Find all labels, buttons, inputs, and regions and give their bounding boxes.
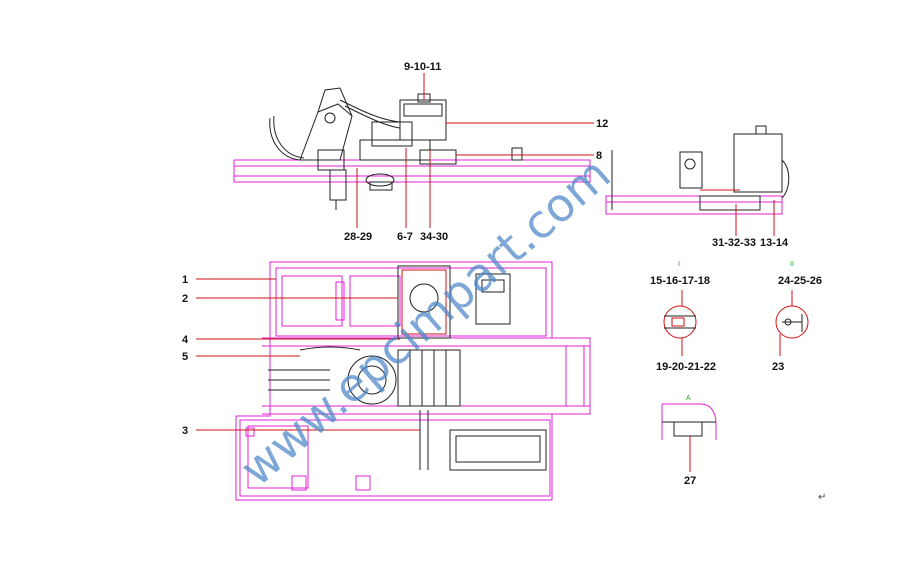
callout-6-7: 6-7 (397, 231, 413, 243)
callout-4: 4 (182, 334, 189, 346)
side-view-frame-rail (233, 159, 591, 183)
callout-3: 3 (182, 425, 188, 437)
hydraulic-tank (733, 133, 783, 193)
tank-detail-view (605, 125, 790, 236)
boom-arm (299, 103, 353, 161)
rear-deck (239, 419, 551, 497)
callout-5: 5 (182, 351, 188, 363)
valve-bank (397, 349, 461, 407)
engine-block (397, 265, 451, 339)
detail-view-i (663, 290, 697, 356)
tank-pipe (699, 195, 761, 211)
detail-mark-a: A (686, 395, 691, 402)
callout-13-14: 13-14 (760, 237, 789, 249)
side-view-assembly (233, 73, 594, 228)
callout-2: 2 (182, 293, 188, 305)
callout-24-25-26: 24-25-26 (778, 275, 822, 287)
watermark-text: www.epcimpart.com (230, 147, 621, 497)
slewing-motor (347, 355, 397, 405)
front-deck (275, 267, 547, 337)
battery-box (449, 429, 547, 471)
plan-view-assembly (196, 261, 591, 501)
callout-19-20-21-22: 19-20-21-22 (656, 361, 716, 373)
callout-12: 12 (596, 118, 608, 130)
detail-view-a (661, 403, 717, 472)
hose-left (269, 117, 301, 161)
control-valve (475, 273, 511, 325)
valve-block (399, 99, 447, 141)
callout-28-29: 28-29 (344, 231, 372, 243)
callout-1: 1 (182, 274, 188, 286)
paragraph-end-mark: ↵ (818, 492, 826, 503)
callout-34-30: 34-30 (420, 231, 448, 243)
detail-a-bracket (673, 421, 703, 437)
tank-filter (679, 151, 703, 189)
support-leg (329, 169, 347, 201)
callout-31-32-33: 31-32-33 (712, 237, 756, 249)
detail-mark-i: I (678, 261, 680, 268)
tank-frame-rail (605, 195, 783, 215)
detail-mark-ii: II (790, 261, 794, 268)
callout-27: 27 (684, 475, 696, 487)
callout-8: 8 (596, 150, 602, 162)
callout-15-16-17-18: 15-16-17-18 (650, 275, 710, 287)
callout-23: 23 (772, 361, 784, 373)
detail-view-ii (775, 290, 809, 356)
callout-9-10-11: 9-10-11 (404, 61, 441, 73)
swivel-joint (365, 173, 395, 187)
